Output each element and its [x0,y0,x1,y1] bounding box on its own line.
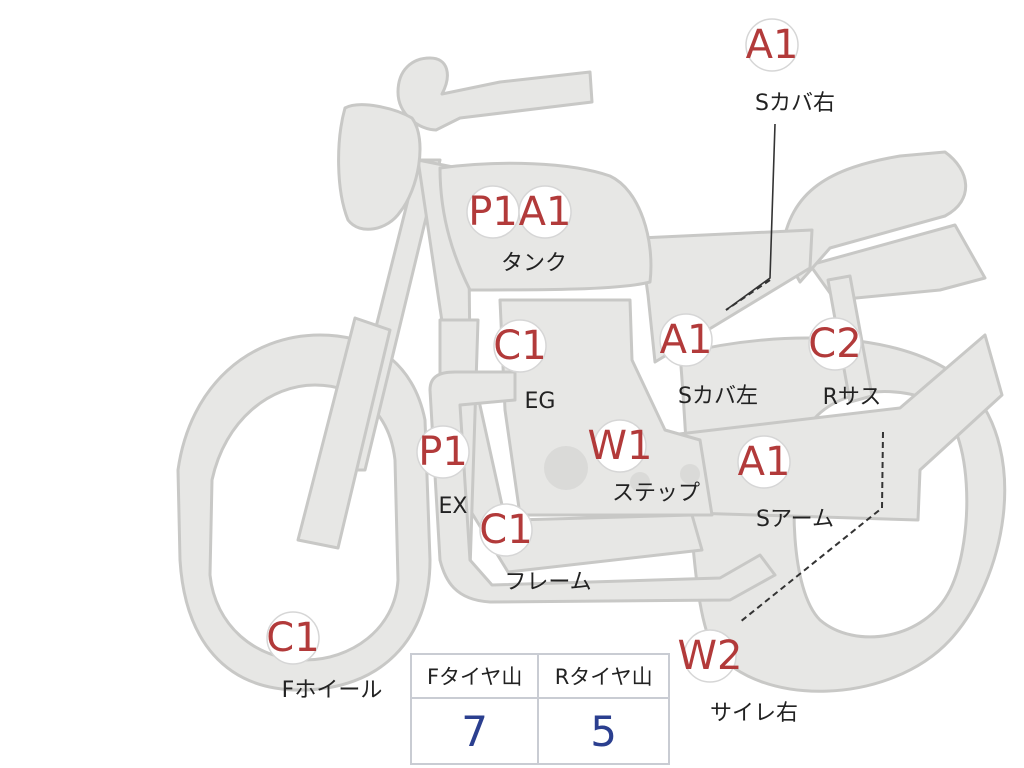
badge-circle [479,503,533,557]
front-tread-header: Fタイヤ山 [409,653,540,699]
badge-code: C1 [266,615,319,661]
badge-code: A1 [738,439,791,485]
badge-circle [493,319,547,373]
badge-label: Fホイール [282,678,383,703]
badge-label: EG [525,389,556,414]
step-knob-2 [680,464,700,484]
badge-circle [745,18,799,72]
badge-circle [593,419,647,473]
tread-header-row: Fタイヤ山 Rタイヤ山 [409,653,670,699]
badge-code: A1 [519,189,572,235]
badge-label: Rサス [823,385,882,410]
badge-code: C2 [808,321,861,367]
motorcycle-silhouette [176,56,1007,693]
badge-code: A1 [746,22,799,68]
step-knob-1 [630,472,650,492]
tread-value-row: 7 5 [409,697,670,765]
badge-code: C1 [479,507,532,553]
badge-label: Sカバ左 [678,384,758,409]
leader-lines [725,123,884,623]
badge-code: P1 [468,189,518,235]
headlight [337,103,422,231]
badge-code: W1 [588,423,653,469]
leader-silencer-right [739,431,884,623]
front-wheel-shape [176,333,432,692]
badge-silencer-right: W2 サイレ右 [678,629,798,726]
badge-label: EX [439,494,468,519]
leader-s-cover-right-dash [725,279,771,311]
badge-circle [266,611,320,665]
front-fork-inner [296,316,392,550]
badge-step: W1 ステップ [588,419,700,506]
badge-code: P1 [418,429,468,475]
rear-tread-header: Rタイヤ山 [537,653,670,699]
badge-code: W2 [678,633,743,679]
rear-tread-value: 5 [537,697,670,765]
handlebar [396,56,594,132]
seat [780,150,968,284]
badge-frame: C1 フレーム [479,503,592,595]
badge-label: サイレ右 [710,701,798,726]
badge-label: Sカバ右 [755,91,835,116]
badge-circle [659,313,713,367]
badge-label: タンク [501,251,567,276]
badge-code: A1 [660,317,713,363]
badge-circle [416,425,470,479]
front-tread-value: 7 [409,697,540,765]
badge-circle [518,185,572,239]
badge-code: C1 [493,323,546,369]
badge-circle [808,317,862,371]
badge-label: フレーム [504,570,591,595]
exhaust-pipe [428,370,777,604]
badge-label: ステップ [612,481,700,506]
badge-circle [683,629,737,683]
engine-cover-circle [544,446,588,490]
badge-circle [737,435,791,489]
badge-label: Sアーム [756,507,834,532]
tire-tread-table: Fタイヤ山 Rタイヤ山 7 5 [409,653,670,765]
